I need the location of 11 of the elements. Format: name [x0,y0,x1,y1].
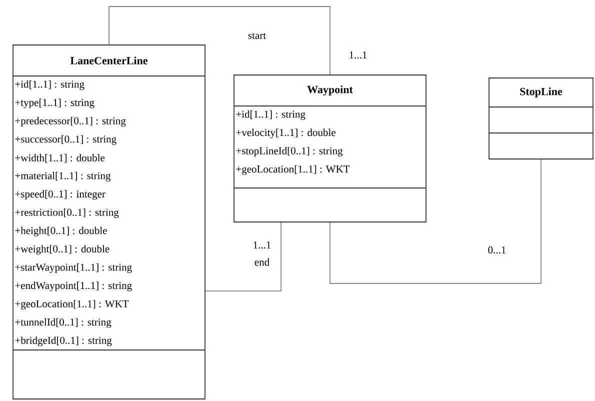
multiplicity-label: 0...1 [488,246,506,254]
multiplicity-label: start [248,33,266,39]
class-box: LaneCenterLine +id[1..1] : string +type[1..1] : string +predecessor[0..1] : string +successor[0..1] : string +width[1..1] : double +material[1..1] : string +speed[0..1] : integer +restriction[0..1] : string +height[0..1] : double +weight[0..1] : double +starWaypoint[1..1] : string +endWaypoint[1..1] : string +geoLocation[1..1] : WKT +tunnelId[0..1] : string +bridgeId[0..1] : string [12,44,206,400]
multiplicity-label: 1...1 [254,241,271,249]
association-line [108,6,330,75]
class-box: StopLine [488,78,594,160]
multiplicity-label: 1...1 [350,51,367,59]
association-line [205,222,282,292]
multiplicity-label: end [254,258,270,266]
class-box: Waypoint +id[1..1] : string +velocity[1..1] : double +stopLineId[0..1] : string +geoLocation[1..1] : WKT [234,74,426,222]
association-line [330,159,542,284]
